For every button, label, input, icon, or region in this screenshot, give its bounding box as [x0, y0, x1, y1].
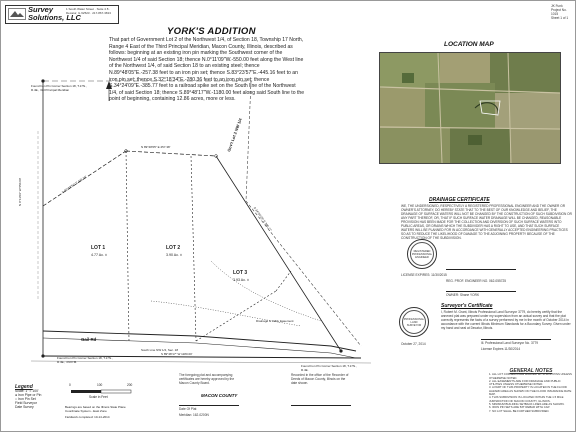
found-pin-nw-label: Found Iron Pin Corner Section 18, T.17N.… — [31, 84, 87, 92]
east-boundary-line — [215, 155, 342, 352]
general-note-item: 5. MINIMUM BUILDING SETBACK LINES ARE AS… — [489, 401, 565, 406]
scale-label-100: 100 — [97, 383, 103, 387]
iron-pin-icon — [41, 354, 45, 358]
general-note-item: 3. A PART OF THIS PROPERTY IS LOCATED IN… — [489, 385, 572, 397]
general-notes-title: GENERAL NOTES — [509, 368, 553, 374]
engineer-seal-icon: REGISTERED PROFESSIONAL ENGINEER — [407, 239, 437, 269]
general-note-item: 1. ALL LOT CORNERS ARE MARKED WITH IRON … — [489, 372, 572, 380]
subdivision-title: YORK'S ADDITION — [167, 26, 256, 37]
location-map-image — [379, 52, 561, 164]
recorder-signature-line — [291, 405, 351, 406]
lot-divider-2-3 — [190, 155, 197, 342]
engineer-number-label: REG. PROF. ENGINEER NO. 062-055725 — [446, 279, 507, 283]
south-line-label: South Line NW 1/4, Sec. 18 — [141, 348, 179, 352]
county-signature-line — [179, 405, 239, 406]
iron-pin-icon — [339, 349, 343, 353]
lot-3-area: 3.93 Ac. ± — [233, 278, 249, 282]
sheet-info: JK Funk Project No. 1015 Sheet 1 of 1 — [551, 4, 571, 20]
gail-road — [42, 330, 357, 352]
lot-line-nw — [42, 150, 127, 207]
iron-pin-icon — [41, 79, 45, 83]
west-bearing-label: N 0°11'09" W 550.00' — [18, 177, 22, 206]
county-date-label: Date Of Plat — [179, 407, 197, 411]
lot-3-label: LOT 3 — [233, 270, 248, 276]
macon-county-title: MACON COUNTY — [201, 393, 238, 398]
surveyor-seal-icon: PROFESSIONAL LAND SURVEYOR — [399, 307, 429, 337]
drainage-certificate-text: WE, THE UNDERSIGNED, RESPECTIVELY A REGI… — [401, 204, 572, 240]
aerial-map-icon — [380, 53, 560, 163]
sheet-info-line: Sheet 1 of 1 — [551, 16, 569, 20]
sheet-info-line: Project No. 1015 — [551, 8, 567, 16]
drainage-certificate-title: DRAINAGE CERTIFICATE — [429, 197, 490, 203]
fieldwork-note: Fieldwork completed: 10-14-2014 — [65, 415, 110, 419]
lot-2-area: 3.90 Ac. ± — [166, 253, 182, 257]
road-label: Gail Rd — [81, 337, 97, 342]
iron-pin-set-icon — [214, 154, 218, 158]
general-note-item: 6. IRON PIN SETS ARE 5/8" REBAR WITH CAP… — [489, 405, 550, 410]
county-approval-text: The foregoing plat and accompanying cert… — [179, 373, 235, 385]
surveyor-signature-line — [481, 339, 551, 340]
location-map-title: LOCATION MAP — [444, 41, 494, 48]
south-bearing-label: S 89°48'17" W 1180.00' — [161, 352, 193, 356]
legend-item: ● Iron Pipe or Pin — [15, 393, 42, 397]
legend-item: Scale: 1" = 100' — [15, 389, 39, 393]
legend: Legend Scale: 1" = 100' ● Iron Pipe or P… — [15, 384, 61, 410]
scale-units: Scale in Feet — [89, 395, 108, 399]
company-address: 1 South Water Street · Suite 4 8 · Decat… — [66, 7, 111, 15]
general-note-item: 2. ALL EASEMENTS ARE FOR DRAINAGE AND PU… — [489, 378, 561, 387]
scale-bar — [71, 389, 132, 394]
legend-item: Field Surveyor — [15, 401, 37, 405]
engineer-seal-text: REGISTERED PROFESSIONAL ENGINEER — [410, 242, 434, 266]
bearing-note: Bearings are based on the Illinois State… — [65, 405, 126, 413]
recorder-text: Recorded in the office of the Recorder o… — [291, 373, 349, 385]
company-name-line1: Survey — [28, 5, 54, 14]
found-pin-se-label: Found Iron Pin Corner Section 18, T.17N.… — [301, 364, 357, 372]
legend-item: ○ Iron Pin Set — [15, 397, 36, 401]
surveyor-number-label: Ill. Professional Land Surveyor No. 3779 — [481, 341, 539, 345]
surveyor-expires-label: License Expires 11/30/2014 — [481, 347, 521, 351]
lot-1-area: 4.77 Ac. ± — [91, 253, 107, 257]
iron-pin-set-icon — [124, 149, 128, 153]
found-pin-sw-label: Found Iron Pin Corner Section 18, T.17N.… — [57, 356, 113, 364]
general-notes: GENERAL NOTES 1. ALL LOT CORNERS ARE MAR… — [489, 368, 573, 413]
easement-label: Drainage & Utility Easement — [256, 319, 294, 323]
surveyor-seal-text: PROFESSIONAL LAND SURVEYOR — [402, 310, 426, 334]
scale-label-0: 0 — [69, 383, 71, 387]
surveyor-certificate-title: Surveyor's Certificate — [441, 303, 493, 309]
owner-label: OWNER: Shane YORK — [446, 293, 480, 297]
county-meridian-label: Meridian: 162-0200N — [179, 413, 209, 417]
company-name-line2: Solutions, LLC — [28, 13, 81, 22]
lot-line-top — [125, 150, 217, 157]
company-title-block: Survey Solutions, LLC 1 South Water Stre… — [5, 5, 119, 24]
surveyor-certificate-text: I, Robert M. Grant, Illinois Professiona… — [441, 310, 571, 330]
legal-description: That part of Government Lot 2 of the Nor… — [109, 37, 305, 103]
sheet-info-line: JK Funk — [551, 4, 563, 8]
legend-item: Date Survey — [15, 405, 34, 409]
legend-title: Legend — [15, 384, 33, 390]
general-note-item: 7. NO LOT SHALL BE FURTHER SUBDIVIDED. — [489, 408, 550, 413]
south-boundary-line — [42, 355, 362, 359]
company-name: Survey Solutions, LLC — [28, 6, 81, 22]
lot-divider-1-2 — [125, 150, 130, 342]
owner-signature-line — [446, 291, 516, 292]
scale-label-200: 200 — [127, 383, 133, 387]
survey-logo-icon — [8, 8, 26, 20]
survey-date-label: October 27, 2014 — [401, 342, 426, 346]
engineer-signature-line — [446, 269, 516, 270]
lot-2-label: LOT 2 — [166, 245, 181, 251]
top-bearing-label: N 89°48'05" E 257.38' — [141, 145, 171, 149]
general-note-item: 4. THIS SUBDIVISION IS LOCATED WITHIN TH… — [489, 395, 564, 403]
north-arrow-icon — [106, 81, 112, 101]
engineer-license-label: LICENSE EXPIRES: 11/30/2015 — [401, 273, 447, 277]
lot-1-label: LOT 1 — [91, 245, 106, 251]
